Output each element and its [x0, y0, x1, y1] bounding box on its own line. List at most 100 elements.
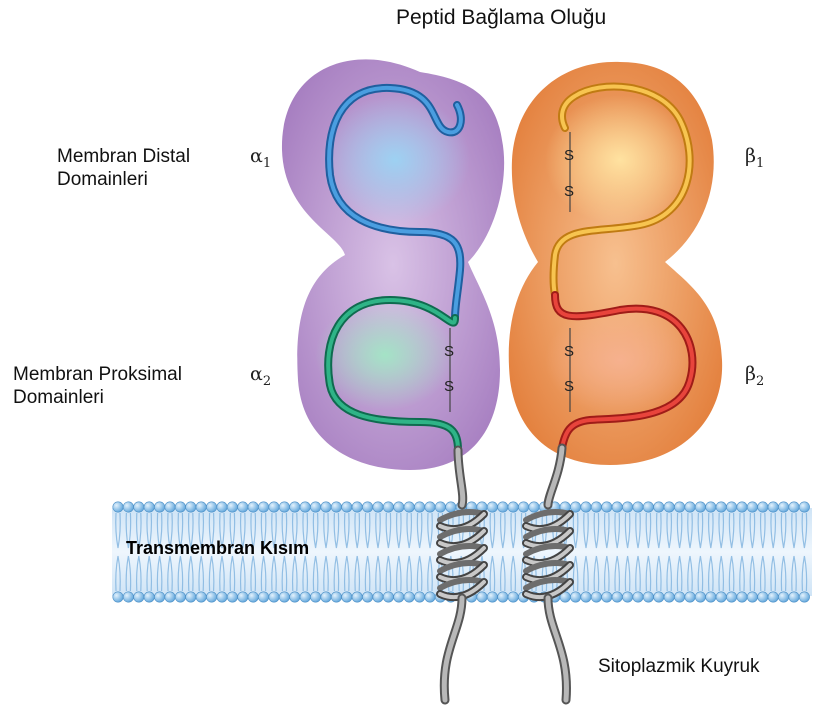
membrane-proximal-label: Membran Proksimal Domainleri — [13, 363, 182, 409]
lipid-head — [394, 592, 404, 602]
lipid-head — [425, 502, 435, 512]
disulfide-s-beta1-bottom: S — [564, 183, 574, 200]
disulfide-s-beta2-top: S — [564, 343, 574, 360]
lipid-head — [154, 592, 164, 602]
lipid-head — [310, 592, 320, 602]
lipid-head — [154, 502, 164, 512]
lipid-head — [321, 592, 331, 602]
lipid-head — [726, 502, 736, 512]
lipid-head — [716, 502, 726, 512]
lipid-head — [165, 592, 175, 602]
disulfide-s-beta1-top: S — [564, 147, 574, 164]
lipid-head — [529, 502, 539, 512]
lipid-head — [768, 592, 778, 602]
lipid-head — [643, 592, 653, 602]
lipid-head — [321, 502, 331, 512]
diagram-title: Peptid Bağlama Oluğu — [396, 6, 606, 29]
alpha2-label: α2 — [250, 363, 271, 389]
lipid-head — [581, 502, 591, 512]
lipid-head — [269, 502, 279, 512]
transmembrane-label: Transmembran Kısım — [126, 538, 309, 559]
lipid-head — [664, 502, 674, 512]
lipid-head — [248, 502, 258, 512]
lipid-head — [747, 592, 757, 602]
alpha-chain — [282, 59, 504, 470]
lipid-head — [518, 502, 528, 512]
lipid-head — [414, 592, 424, 602]
lipid-head — [654, 592, 664, 602]
lipid-head — [508, 502, 518, 512]
lipid-head — [123, 592, 133, 602]
lipid-head — [383, 592, 393, 602]
cytoplasmic-tail-label: Sitoplazmik Kuyruk — [598, 655, 760, 678]
lipid-head — [716, 592, 726, 602]
lipid-head — [248, 592, 258, 602]
lipid-head — [789, 502, 799, 512]
lipid-head — [498, 592, 508, 602]
lipid-head — [633, 592, 643, 602]
lipid-head — [778, 502, 788, 512]
lipid-head — [362, 592, 372, 602]
lipid-head — [602, 592, 612, 602]
lipid-head — [144, 592, 154, 602]
lipid-head — [477, 592, 487, 602]
lipid-head — [227, 592, 237, 602]
lipid-head — [134, 592, 144, 602]
lipid-head — [737, 502, 747, 512]
lipid-head — [206, 592, 216, 602]
lipid-head — [674, 592, 684, 602]
lipid-head — [258, 502, 268, 512]
lipid-head — [695, 592, 705, 602]
lipid-head — [373, 502, 383, 512]
lipid-head — [342, 592, 352, 602]
lipid-head — [622, 592, 632, 602]
lipid-head — [789, 592, 799, 602]
lipid-head — [300, 592, 310, 602]
lipid-head — [695, 502, 705, 512]
lipid-head — [674, 502, 684, 512]
lipid-head — [602, 502, 612, 512]
lipid-head — [394, 502, 404, 512]
lipid-head — [175, 592, 185, 602]
lipid-head — [113, 592, 123, 602]
lipid-head — [362, 502, 372, 512]
disulfide-s-beta2-bottom: S — [564, 378, 574, 395]
lipid-head — [747, 502, 757, 512]
lipid-head — [612, 592, 622, 602]
lipid-head — [186, 502, 196, 512]
lipid-head — [654, 502, 664, 512]
lipid-head — [238, 592, 248, 602]
lipid-head — [758, 502, 768, 512]
lipid-head — [487, 592, 497, 602]
beta1-label: β1 — [745, 145, 764, 171]
membrane-proximal-line1: Membran Proksimal — [13, 363, 182, 386]
lipid-head — [227, 502, 237, 512]
lipid-head — [217, 592, 227, 602]
lipid-head — [238, 502, 248, 512]
lipid-head — [570, 592, 580, 602]
lipid-head — [425, 592, 435, 602]
lipid-head — [206, 502, 216, 512]
lipid-head — [799, 592, 809, 602]
lipid-head — [778, 592, 788, 602]
lipid-head — [310, 502, 320, 512]
membrane-distal-line2: Domainleri — [57, 168, 190, 191]
lipid-head — [737, 592, 747, 602]
alpha1-label: α1 — [250, 145, 271, 171]
lipid-head — [196, 502, 206, 512]
membrane-distal-label: Membran Distal Domainleri — [57, 145, 190, 191]
lipid-head — [196, 592, 206, 602]
lipid-head — [726, 592, 736, 602]
lipid-head — [123, 502, 133, 512]
lipid-head — [175, 502, 185, 512]
lipid-head — [269, 592, 279, 602]
lipid-head — [768, 502, 778, 512]
lipid-head — [404, 502, 414, 512]
lipid-head — [622, 502, 632, 512]
membrane-distal-line1: Membran Distal — [57, 145, 190, 168]
lipid-head — [581, 592, 591, 602]
lipid-head — [331, 502, 341, 512]
lipid-head — [217, 502, 227, 512]
lipid-head — [279, 592, 289, 602]
